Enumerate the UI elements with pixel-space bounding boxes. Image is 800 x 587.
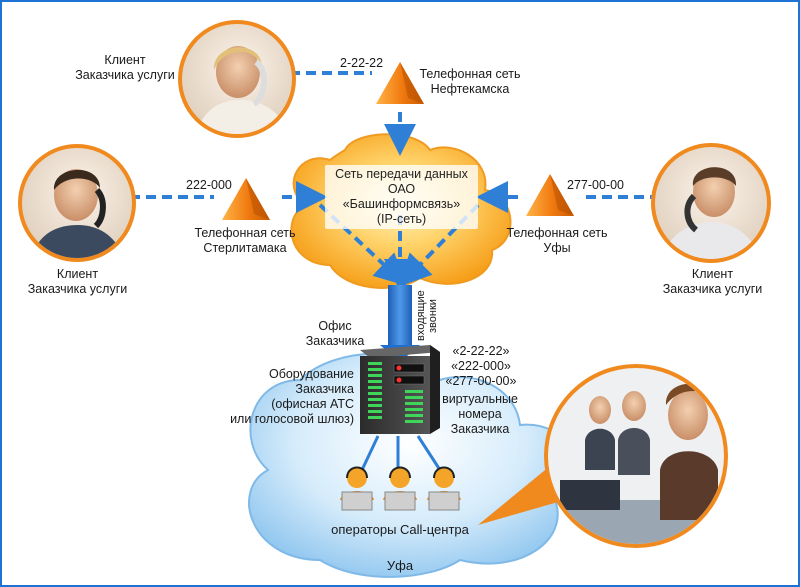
ufa-number: 277-00-00 bbox=[567, 178, 624, 192]
office-title: Офис Заказчика bbox=[305, 319, 365, 348]
call-center-photo bbox=[478, 364, 728, 548]
equipment-label: Оборудование Заказчика (офисная АТС или … bbox=[230, 367, 354, 426]
operators-label: операторы Call-центра bbox=[331, 522, 469, 537]
incoming-calls-label: входящие звонки bbox=[415, 290, 439, 342]
operator-icon-1 bbox=[340, 466, 374, 511]
operator-links bbox=[360, 435, 442, 471]
left-client-label: Клиент Заказчика услуги bbox=[27, 267, 128, 296]
office-cloud bbox=[248, 352, 574, 578]
pyramid-sterlitamak bbox=[222, 178, 270, 220]
neftekamsk-network-label: Телефонная сеть Нефтекамска bbox=[419, 67, 521, 96]
client-photo-right bbox=[651, 143, 771, 263]
city-label: Уфа bbox=[386, 558, 414, 573]
network-links bbox=[130, 71, 660, 213]
virtual-numbers-list: «2-22-22» «222-000» «277-00-00» bbox=[445, 344, 517, 388]
sterlitamak-number: 222-000 bbox=[186, 178, 232, 192]
pyramid-neftekamsk bbox=[376, 62, 424, 104]
right-client-label: Клиент Заказчика услуги bbox=[662, 267, 763, 296]
operator-icon-3 bbox=[427, 466, 461, 511]
ufa-network-label: Телефонная сеть Уфы bbox=[506, 226, 608, 255]
client-photo-left bbox=[18, 144, 136, 262]
virtual-numbers-label: виртуальные номера Заказчика bbox=[442, 392, 518, 436]
top-client-label: Клиент Заказчика услуги bbox=[75, 53, 175, 82]
pyramid-ufa bbox=[526, 174, 574, 216]
office-equipment-server bbox=[360, 345, 440, 434]
neftekamsk-number: 2-22-22 bbox=[340, 56, 384, 70]
ip-network-label: Сеть передачи данных ОАО «Башинформсвязь… bbox=[325, 165, 478, 229]
client-photo-top bbox=[178, 20, 296, 138]
sterlitamak-network-label: Телефонная сеть Стерлитамака bbox=[194, 226, 296, 255]
operator-icon-2 bbox=[383, 466, 417, 511]
